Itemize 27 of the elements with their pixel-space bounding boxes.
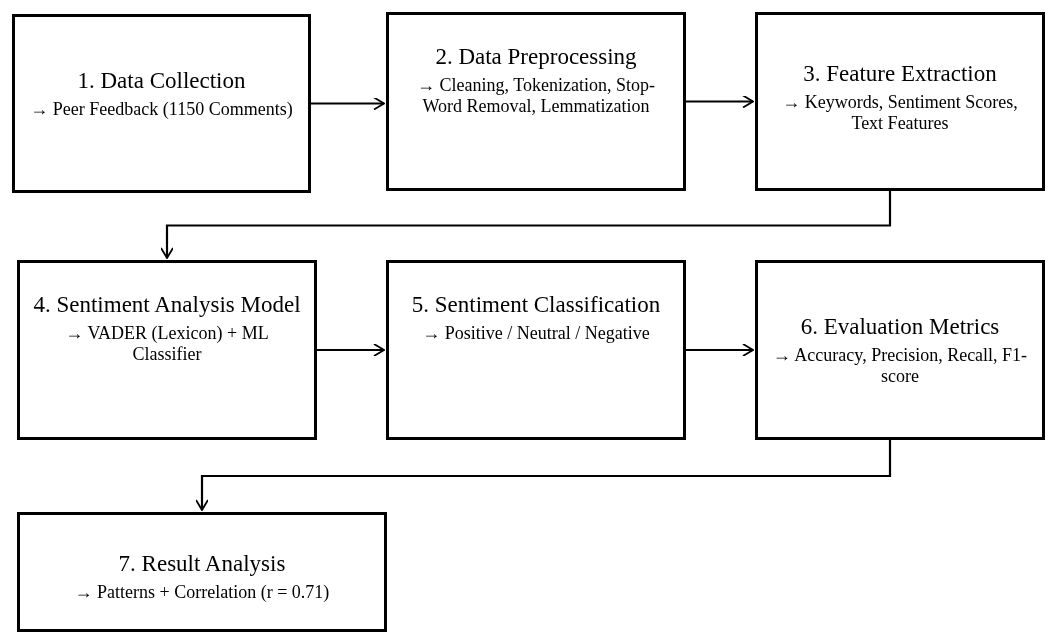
arrow — [686, 343, 754, 357]
arrow — [311, 96, 385, 111]
step-description: → Peer Feedback (1150 Comments) — [30, 99, 293, 120]
step-title: 3. Feature Extraction — [803, 60, 997, 88]
step-description: → Accuracy, Precision, Recall, F1-score — [771, 345, 1029, 387]
process-box — [12, 14, 311, 193]
arrow — [195, 440, 892, 511]
process-box — [755, 260, 1045, 440]
step-title: 4. Sentiment Analysis Model — [33, 291, 301, 319]
step-description: → Positive / Neutral / Negative — [422, 323, 650, 344]
step-title: 5. Sentiment Classification — [411, 291, 661, 319]
step-description: → VADER (Lexicon) + ML Classifier — [64, 323, 270, 365]
process-box — [755, 12, 1045, 191]
step-title: 6. Evaluation Metrics — [800, 313, 1000, 341]
arrow — [317, 343, 385, 357]
process-box — [386, 12, 686, 191]
step-description: → Keywords, Sentiment Scores, Text Features — [781, 92, 1019, 134]
step-description: → Patterns + Correlation (r = 0.71) — [74, 582, 330, 603]
process-box — [17, 512, 387, 632]
step-description: → Cleaning, Tokenization, Stop-Word Removal, Lemmatization — [416, 75, 656, 117]
process-box — [17, 260, 317, 440]
step-title: 1. Data Collection — [77, 67, 246, 95]
arrow — [160, 191, 892, 259]
step-title: 2. Data Preprocessing — [435, 43, 637, 71]
process-box — [386, 260, 686, 440]
arrow — [686, 94, 754, 109]
step-title: 7. Result Analysis — [118, 550, 286, 578]
